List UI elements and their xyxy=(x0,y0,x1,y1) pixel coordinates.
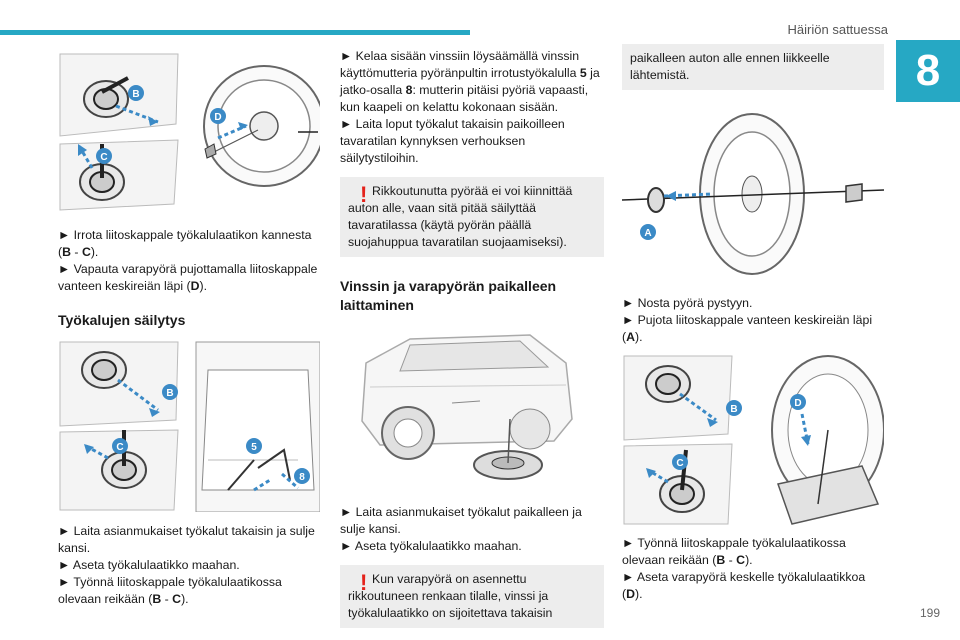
svg-text:D: D xyxy=(214,112,221,123)
svg-text:B: B xyxy=(132,89,139,100)
instruction-lift-wheel: ► Nosta pyörä pystyyn. xyxy=(622,296,753,310)
label-b: B xyxy=(128,85,144,101)
label-b: B xyxy=(726,400,742,416)
label-c: C xyxy=(96,148,112,164)
warning-note-continued: paikalleen auton alle ennen liikkeelle l… xyxy=(622,44,884,90)
chapter-number-tab: 8 xyxy=(896,40,960,102)
warning-icon: ! xyxy=(360,182,368,207)
svg-text:B: B xyxy=(730,404,737,415)
label-8: 8 xyxy=(294,468,310,484)
svg-text:5: 5 xyxy=(251,442,257,453)
instruction-detach: ► Irrota liitoskappale työkalulaatikon k… xyxy=(58,228,312,259)
warning-icon: ! xyxy=(360,570,368,595)
instruction-thread-connector: ► Pujota liitoskappale vanteen keskireiä… xyxy=(622,313,873,344)
column-3: paikalleen auton alle ennen liikkeelle l… xyxy=(621,44,885,603)
illustration-tool-box-detach: B C D xyxy=(59,53,325,211)
svg-text:8: 8 xyxy=(299,472,305,483)
label-c: C xyxy=(112,438,128,454)
instruction-insert-connector-2: ► Työnnä liitoskappale työkalulaatikossa… xyxy=(622,536,846,567)
instruction-place-tool-box: ► Aseta työkalulaatikko maahan. xyxy=(58,558,240,572)
instruction-put-tools: ► Laita asianmukaiset työkalut paikallee… xyxy=(340,505,582,536)
instruction-winch-in: ► Kelaa sisään vinssiin löysäämällä vins… xyxy=(340,49,600,114)
instruction-insert-connector: ► Työnnä liitoskappale työkalulaatikossa… xyxy=(58,575,282,606)
svg-text:C: C xyxy=(116,442,123,453)
instruction-place-tool-box-2: ► Aseta työkalulaatikko maahan. xyxy=(340,539,522,553)
label-d: D xyxy=(210,108,226,124)
heading-refit-winch-wheel: Vinssin ja varapyörän paikalleen laittam… xyxy=(340,278,557,313)
svg-text:C: C xyxy=(100,152,107,163)
column-2: ► Kelaa sisään vinssiin löysäämällä vins… xyxy=(340,48,604,628)
instruction-put-back-tools: ► Laita asianmukaiset työkalut takaisin … xyxy=(58,524,315,555)
instruction-center-wheel: ► Aseta varapyörä keskelle työkalulaatik… xyxy=(622,570,866,601)
label-a: A xyxy=(640,224,656,240)
label-d: D xyxy=(790,394,806,410)
svg-text:A: A xyxy=(644,228,651,239)
svg-text:C: C xyxy=(676,458,683,469)
illustration-wheel-upright: A xyxy=(621,113,885,275)
svg-text:D: D xyxy=(794,398,801,409)
instruction-release: ► Vapauta varapyörä pujottamalla liitosk… xyxy=(58,262,318,293)
label-b: B xyxy=(162,384,178,400)
warning-note-winch-refit: ! Kun varapyörä on asennettu rikkoutunee… xyxy=(340,565,604,628)
illustration-tool-storage: B C 5 8 xyxy=(59,341,321,513)
svg-text:B: B xyxy=(166,388,173,399)
heading-tool-storage: Työkalujen säilytys xyxy=(58,312,186,328)
illustration-place-wheel-on-tool-box: B C D xyxy=(623,355,885,525)
page-number: 199 xyxy=(919,606,940,620)
header-accent-bar xyxy=(0,30,470,35)
column-1: B C D ► Irrota liitoskappale työkalulaat… xyxy=(58,44,325,608)
instruction-store-remaining-tools: ► Laita loput työkalut takaisin paikoill… xyxy=(340,117,565,165)
illustration-car-with-spare-wheel xyxy=(361,334,573,480)
label-c: C xyxy=(672,454,688,470)
warning-note-damaged-wheel: ! Rikkoutunutta pyörää ei voi kiinnittää… xyxy=(340,177,604,257)
label-5: 5 xyxy=(246,438,262,454)
page-section-title: Häiriön sattuessa xyxy=(787,22,888,37)
